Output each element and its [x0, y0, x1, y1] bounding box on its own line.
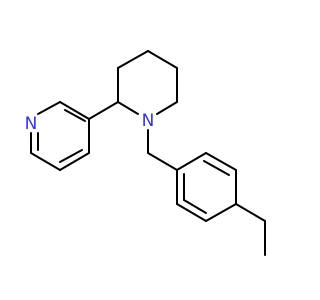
bond [203, 160, 230, 176]
bond [59, 101, 90, 120]
bond [117, 101, 139, 115]
structure-canvas: N N [25, 50, 266, 256]
bond [205, 203, 237, 222]
bond [176, 203, 207, 222]
bond [37, 101, 61, 115]
bond [205, 152, 237, 171]
piperidine-ring [117, 50, 178, 115]
molecule-structure: N N [25, 50, 266, 256]
bond [64, 109, 86, 122]
bond [156, 101, 178, 115]
bond [235, 203, 266, 222]
bond [183, 199, 207, 214]
bond [147, 152, 178, 171]
atom-label-n-pyridine: N [25, 114, 38, 134]
atom-label-n-piperidine: N [142, 111, 155, 131]
bond [147, 50, 178, 69]
bond [117, 50, 149, 69]
bond [88, 101, 119, 120]
bond [59, 152, 90, 171]
bond [30, 152, 61, 171]
pyridine-ring [30, 101, 90, 171]
bond [176, 152, 207, 171]
benzene-ring [176, 152, 237, 222]
bond [59, 149, 83, 163]
